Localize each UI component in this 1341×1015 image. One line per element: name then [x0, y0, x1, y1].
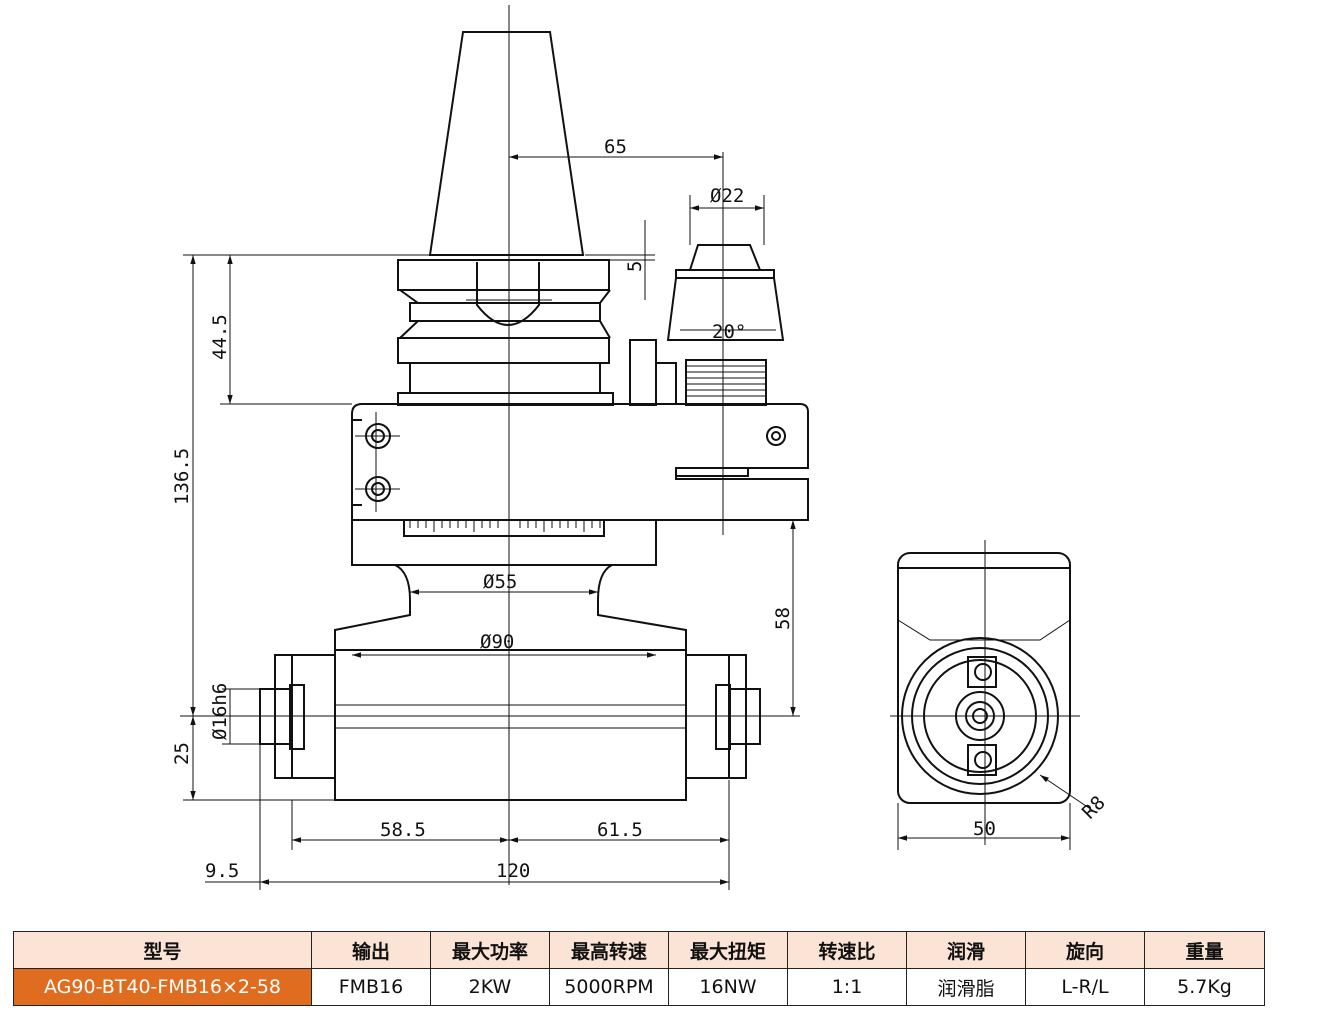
- dim-r8: R8: [1078, 792, 1110, 824]
- header-output: 输出: [311, 931, 431, 969]
- header-ratio: 转速比: [787, 931, 907, 969]
- stop-nut: [688, 244, 762, 271]
- spec-table: 型号 输出 最大功率 最高转速 最大扭矩 转速比 润滑 旋向 重量 AG90-B…: [13, 931, 1265, 1006]
- cell-lubrication: 润滑脂: [906, 968, 1026, 1006]
- side-view-body: [897, 552, 1071, 804]
- dim-136-5: 136.5: [171, 448, 193, 505]
- dim-55: Ø55: [483, 571, 517, 593]
- dim-16h6: Ø16h6: [209, 683, 231, 740]
- dim-9-5: 9.5: [205, 860, 239, 882]
- dim-61-5: 61.5: [597, 819, 643, 841]
- bt-taper: [428, 31, 585, 256]
- header-lubrication: 润滑: [906, 931, 1026, 969]
- cell-ratio: 1:1: [787, 968, 907, 1006]
- dim-20deg: 20°: [712, 321, 746, 343]
- dim-58: 58: [772, 607, 794, 630]
- cell-weight: 5.7Kg: [1144, 968, 1265, 1006]
- dim-44-5: 44.5: [209, 314, 231, 360]
- cell-max-power: 2KW: [430, 968, 550, 1006]
- spec-header-row: 型号 输出 最大功率 最高转速 最大扭矩 转速比 润滑 旋向 重量: [13, 931, 1265, 969]
- dim-120: 120: [496, 860, 530, 882]
- cell-output: FMB16: [311, 968, 431, 1006]
- dim-25: 25: [171, 742, 193, 765]
- header-rotation: 旋向: [1025, 931, 1145, 969]
- technical-drawing: 65 Ø22 5 20° 44.5 136.5 Ø55 Ø90 58 Ø16h6…: [171, 5, 1110, 890]
- header-max-speed: 最高转速: [549, 931, 669, 969]
- dim-90: Ø90: [480, 631, 514, 653]
- cell-max-torque: 16NW: [668, 968, 788, 1006]
- header-weight: 重量: [1144, 931, 1265, 969]
- spec-data-row: AG90-BT40-FMB16×2-58 FMB16 2KW 5000RPM 1…: [13, 968, 1265, 1006]
- dim-65: 65: [604, 136, 627, 158]
- cell-max-speed: 5000RPM: [549, 968, 669, 1006]
- header-max-power: 最大功率: [430, 931, 550, 969]
- cell-rotation: L-R/L: [1025, 968, 1145, 1006]
- header-max-torque: 最大扭矩: [668, 931, 788, 969]
- cell-model: AG90-BT40-FMB16×2-58: [13, 968, 312, 1006]
- dim-50: 50: [973, 818, 996, 840]
- dim-58-5: 58.5: [380, 819, 426, 841]
- dim-22: Ø22: [710, 185, 744, 207]
- dim-5: 5: [624, 261, 646, 272]
- header-model: 型号: [13, 931, 312, 969]
- head-body: [351, 403, 809, 566]
